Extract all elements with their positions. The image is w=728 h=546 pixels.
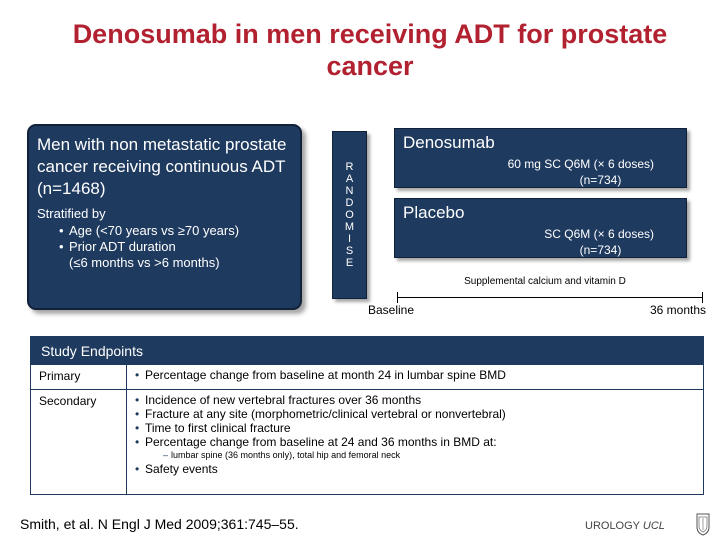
timeline-line xyxy=(397,297,703,298)
placebo-arm-n: (n=734) xyxy=(579,243,622,257)
timeline-start-label: Baseline xyxy=(368,303,415,317)
placebo-arm-box: Placebo SC Q6M (× 6 doses) (n=734) xyxy=(394,198,687,258)
randomise-letter: N xyxy=(345,185,354,197)
footer-brand-main: UROLOGY xyxy=(585,520,640,532)
list-item: • Time to first clinical fracture xyxy=(135,421,291,435)
population-box: Men with non metastatic prostate cancer … xyxy=(27,124,302,310)
randomise-letter: S xyxy=(345,245,354,257)
list-item: • Incidence of new vertebral fractures o… xyxy=(135,393,422,407)
denosumab-arm-box: Denosumab 60 mg SC Q6M (× 6 doses) (n=73… xyxy=(394,128,687,188)
primary-endpoint-row: Primary • Percentage change from baselin… xyxy=(31,365,703,389)
footer-brand: UROLOGY UCL xyxy=(585,520,665,532)
timeline-end-tick xyxy=(702,292,703,303)
timeline-end-label: 36 months xyxy=(650,303,707,317)
university-seal-icon xyxy=(696,513,710,536)
bullet-icon: • xyxy=(135,368,140,382)
dash-icon: – xyxy=(163,450,169,460)
randomise-box: R A N D O M I S E xyxy=(332,131,367,299)
bullet-icon: • xyxy=(135,462,140,476)
stratification-list: • Age (<70 years vs ≥70 years) • Prior A… xyxy=(59,223,292,271)
bullet-icon: • xyxy=(135,435,140,449)
denosumab-arm-n: (n=734) xyxy=(579,173,622,187)
bullet-icon: • xyxy=(135,393,140,407)
population-text: Men with non metastatic prostate cancer … xyxy=(37,135,287,198)
secondary-label: Secondary xyxy=(31,390,127,494)
sub-list-item: –lumbar spine (36 months only), total hi… xyxy=(163,450,401,460)
stratification-item-age: • Age (<70 years vs ≥70 years) xyxy=(59,223,240,238)
placebo-arm-name: Placebo xyxy=(403,203,465,222)
timeline-start-tick xyxy=(397,292,398,303)
denosumab-arm-dose: 60 mg SC Q6M (× 6 doses) xyxy=(507,157,654,171)
primary-label: Primary xyxy=(31,365,127,389)
endpoints-header: Study Endpoints xyxy=(31,337,703,365)
bullet-icon: • xyxy=(59,223,64,238)
placebo-arm-dose: SC Q6M (× 6 doses) xyxy=(544,227,654,241)
randomise-letter: R xyxy=(345,161,354,173)
randomise-letter: M xyxy=(344,221,355,233)
stratified-label: Stratified by xyxy=(37,206,106,221)
randomise-letter: I xyxy=(347,233,352,245)
bullet-icon: • xyxy=(135,407,140,421)
citation: Smith, et al. N Engl J Med 2009;361:745–… xyxy=(20,516,299,532)
randomise-letter: E xyxy=(345,257,354,269)
list-item: • Safety events xyxy=(135,462,218,476)
denosumab-arm-name: Denosumab xyxy=(403,133,495,152)
list-item: • Fracture at any site (morphometric/cli… xyxy=(135,407,506,421)
randomise-letter: D xyxy=(345,197,354,209)
supplement-note: Supplemental calcium and vitamin D xyxy=(464,276,626,287)
list-item: • Percentage change from baseline at mon… xyxy=(135,368,506,382)
slide-title: Denosumab in men receiving ADT for prost… xyxy=(72,19,668,81)
randomise-letter: A xyxy=(345,173,354,185)
endpoints-table: Study Endpoints Primary • Percentage cha… xyxy=(30,336,704,495)
randomise-letter: O xyxy=(345,209,354,221)
timeline-bar xyxy=(397,292,703,304)
bullet-icon: • xyxy=(59,239,64,254)
list-item: • Percentage change from baseline at 24 … xyxy=(135,435,497,449)
secondary-content: • Incidence of new vertebral fractures o… xyxy=(127,390,703,494)
stratification-item-adt: • Prior ADT duration (≤6 months vs >6 mo… xyxy=(59,239,220,270)
bullet-icon: • xyxy=(135,421,140,435)
footer-brand-italic: UCL xyxy=(642,520,665,532)
secondary-endpoint-row: Secondary • Incidence of new vertebral f… xyxy=(31,389,703,494)
primary-content: • Percentage change from baseline at mon… xyxy=(127,365,703,389)
